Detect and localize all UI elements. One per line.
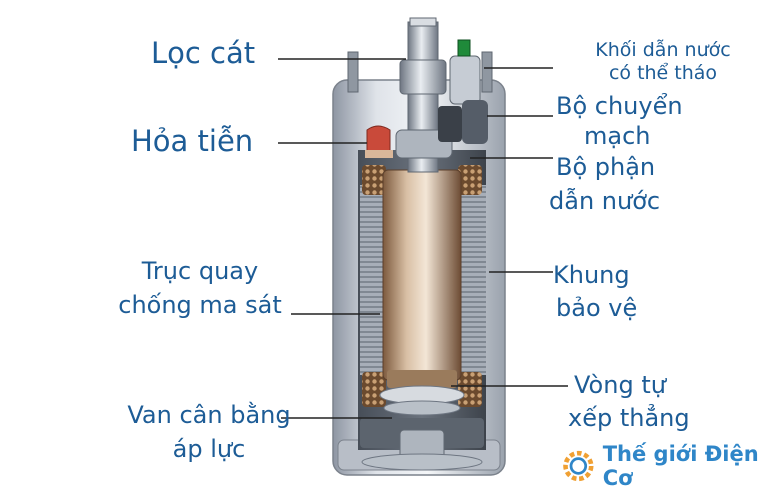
- label-frame-line2: bảo vệ: [556, 294, 638, 322]
- label-shaft-line1: Trục quay: [141, 257, 259, 285]
- label-water-block-line2: có thể tháo: [608, 62, 718, 84]
- pressure-valve: [360, 418, 484, 471]
- watermark-text: Thế giới Điện Cơ: [602, 442, 759, 490]
- rotor: [379, 169, 465, 416]
- label-switch-line2: mạch: [584, 122, 651, 150]
- watermark: Thế giới Điện Cơ: [560, 442, 780, 490]
- label-rocket: Hỏa tiễn: [131, 124, 254, 158]
- label-conduit-line1: Bộ phận: [556, 153, 656, 181]
- label-sand-filter: Lọc cát: [151, 36, 256, 70]
- label-switch-line1: Bộ chuyển: [556, 92, 683, 120]
- label-water-block-line1: Khối dẫn nước: [595, 39, 731, 61]
- label-ring-line2: xếp thẳng: [568, 404, 690, 432]
- gear-icon: [563, 450, 594, 482]
- label-conduit-line2: dẫn nước: [549, 187, 661, 215]
- label-ring-line1: Vòng tự: [574, 371, 666, 399]
- label-shaft-line2: chống ma sát: [118, 291, 282, 319]
- rocket-part: [365, 125, 393, 158]
- label-frame-line1: Khung: [553, 261, 630, 289]
- cutaway-interior: [358, 150, 486, 450]
- shaft: [395, 17, 453, 173]
- leader-lines: [278, 58, 568, 419]
- mounting-studs: [347, 39, 493, 144]
- label-valve-line2: áp lực: [172, 435, 246, 463]
- label-valve-line1: Van cân bằng: [127, 401, 291, 429]
